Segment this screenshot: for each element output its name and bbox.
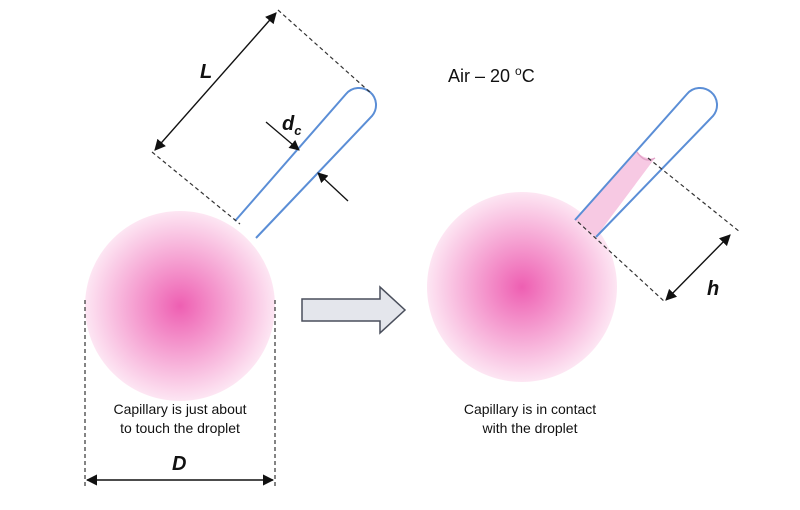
caption-right-line2: with the droplet (482, 420, 578, 436)
caption-left-line2: to touch the droplet (120, 420, 240, 436)
air-unit: C (522, 66, 535, 86)
label-h: h (707, 278, 719, 300)
droplet-right (427, 192, 617, 382)
droplet-left (85, 211, 275, 401)
dim-h-extension-top (647, 157, 741, 233)
label-dc: dc (282, 113, 302, 138)
label-dc-main: d (282, 113, 295, 135)
dim-h-extension-bottom (577, 221, 666, 303)
air-temperature-label: Air – 20 oC (448, 64, 535, 86)
caption-left-line1: Capillary is just about (113, 401, 246, 417)
dim-dc-arrow-outer (265, 121, 300, 151)
air-prefix: Air – 20 (448, 66, 515, 86)
dim-L-extension-top (277, 9, 373, 95)
air-degree: o (515, 64, 522, 78)
capillary-right (574, 87, 718, 238)
capillary-liquid (575, 152, 655, 237)
capillary-left (234, 87, 377, 239)
dim-dc-arrow-inner (317, 172, 349, 202)
label-dc-sub: c (294, 123, 302, 138)
dim-L-extension-bottom (151, 151, 241, 225)
transition-arrow-outline (301, 285, 407, 335)
transition-arrow (302, 287, 405, 333)
dim-h-arrow (665, 234, 731, 301)
label-D: D (172, 453, 186, 475)
label-L: L (200, 61, 212, 83)
dim-L-arrow (154, 12, 277, 151)
caption-right-line1: Capillary is in contact (464, 401, 596, 417)
meniscus (636, 151, 656, 161)
